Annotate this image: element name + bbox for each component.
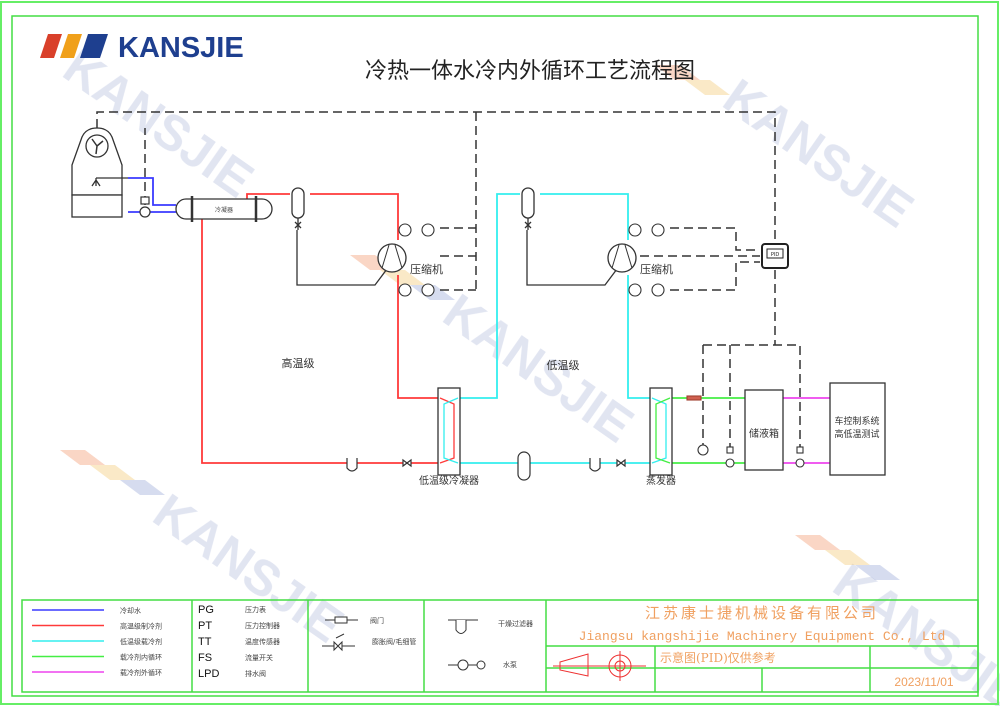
legend-line-label: 低温级载冷剂 xyxy=(120,637,162,646)
high-stage-refrigerant-lines xyxy=(201,193,438,464)
legend-line-label: 载冷剂外循环 xyxy=(120,668,162,677)
liquid-tank: 储液箱 xyxy=(744,389,784,471)
logo-text: KANSJIE xyxy=(118,32,244,64)
high-stage-receiver xyxy=(291,187,305,230)
cooling-tower xyxy=(71,127,128,218)
inner-border xyxy=(11,15,979,697)
legend-symbols: 阀门 膨胀阀/毛细管 干燥过滤器 水泵 xyxy=(322,616,533,671)
cascade-condenser-label: 低温级冷凝器 xyxy=(419,474,479,487)
load-label-line1: 车控制系统 xyxy=(834,415,879,427)
legend-symbol-label: 水泵 xyxy=(503,660,517,669)
pid-label: PID xyxy=(771,252,779,258)
water-pump-symbol-icon xyxy=(448,659,486,671)
watermark-stripes xyxy=(60,65,900,580)
gauges xyxy=(398,223,665,297)
legend-line-label: 高温级制冷剂 xyxy=(120,622,162,631)
valve-symbol-icon xyxy=(325,616,358,624)
legend-frame xyxy=(21,599,979,693)
evaporator: 蒸发器 xyxy=(646,387,676,487)
watermark-text: KANSJIE xyxy=(434,283,644,453)
schematic-note: 示意图(PID)仅供参考 xyxy=(660,650,776,665)
loop-pumps-sensors xyxy=(686,395,805,468)
legend-symbol-label: 干燥过滤器 xyxy=(498,619,533,628)
high-stage-label: 高温级 xyxy=(282,356,315,370)
company-name-en: Jiangsu kangshijie Machinery Equipment C… xyxy=(579,629,946,644)
legend-symbol-label: 阀门 xyxy=(370,616,384,625)
drawing-date: 2023/11/01 xyxy=(894,675,953,689)
compressor-label-low: 压缩机 xyxy=(640,262,673,276)
control-signal-lines xyxy=(96,111,801,450)
logo: KANSJIE xyxy=(40,32,244,64)
company-name-cn: 江苏康士捷机械设备有限公司 xyxy=(645,604,879,622)
inner-loop-lines xyxy=(672,397,745,464)
low-stage-refrigerant-lines xyxy=(460,193,650,464)
logo-stripe xyxy=(80,34,108,58)
logo-stripe xyxy=(60,34,82,58)
pid-controller: PID xyxy=(761,243,789,269)
legend-abbr-code: TT xyxy=(198,636,212,648)
watermark-text: KANSJIE xyxy=(714,68,924,238)
tank-label: 储液箱 xyxy=(749,427,779,440)
legend-abbr-label: 压力控制器 xyxy=(245,621,280,630)
legend-abbr-code: PG xyxy=(198,604,214,616)
legend-abbr-label: 流量开关 xyxy=(245,653,273,662)
legend-abbr-code: PT xyxy=(198,620,212,632)
low-stage-label: 低温级 xyxy=(547,359,580,372)
legend-symbol-label: 膨胀阀/毛细管 xyxy=(372,637,416,646)
water-pump xyxy=(139,196,151,218)
outer-loop-lines xyxy=(783,397,830,464)
filter-drier-symbol-icon xyxy=(448,619,478,634)
cooling-water-lines xyxy=(128,177,176,213)
load-system: 车控制系统 高低温测试 xyxy=(829,382,886,476)
line-components xyxy=(346,451,626,481)
legend-line-label: 载冷剂内循环 xyxy=(120,653,162,662)
legend-abbr-code: FS xyxy=(198,652,212,664)
compressor-label-high: 压缩机 xyxy=(410,262,443,276)
cascade-condenser: 低温级冷凝器 xyxy=(419,387,479,487)
projection-symbol-icon xyxy=(553,651,646,681)
evaporator-label: 蒸发器 xyxy=(646,474,676,487)
water-condenser: 冷凝器 xyxy=(175,196,273,222)
logo-stripe xyxy=(40,34,62,58)
legend-abbr-label: 排水阀 xyxy=(245,669,266,678)
legend-abbr-label: 压力表 xyxy=(245,605,266,614)
load-label-line2: 高低温测试 xyxy=(834,428,879,440)
legend-abbreviation-list: PG 压力表 PT 压力控制器 TT 温度传感器 FS 流量开关 LPD 排水阀 xyxy=(198,604,280,680)
legend-line-label: 冷却水 xyxy=(120,606,141,615)
high-stage-compressor: 压缩机 xyxy=(377,243,443,276)
condenser-label: 冷凝器 xyxy=(215,206,233,214)
diagram-title: 冷热一体水冷内外循环工艺流程图 xyxy=(365,59,695,84)
legend-abbr-label: 温度传感器 xyxy=(245,637,280,646)
low-stage-compressor: 压缩机 xyxy=(607,243,673,276)
expansion-valve-symbol-icon xyxy=(322,633,355,652)
low-stage-receiver xyxy=(521,187,535,230)
legend-abbr-code: LPD xyxy=(198,668,219,680)
suction-lines xyxy=(296,230,621,286)
